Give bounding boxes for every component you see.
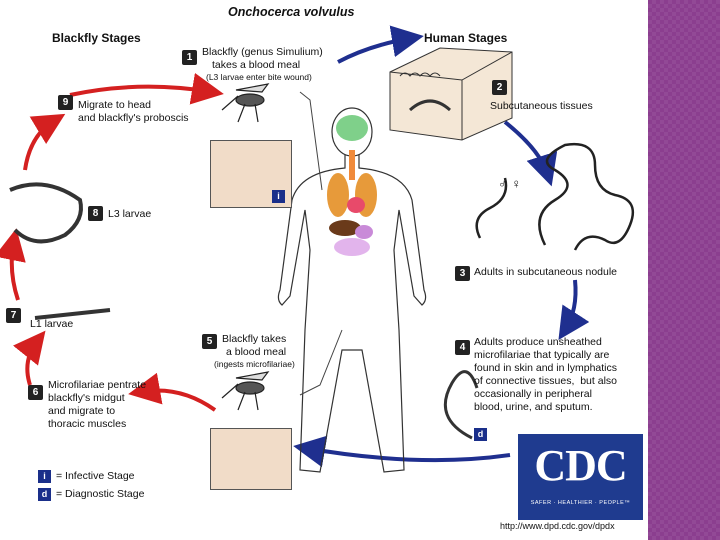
arrow-4-to-5 [293, 435, 511, 468]
l1-larva [34, 308, 111, 320]
legend-infective-label: = Infective Stage [56, 470, 135, 482]
human-stages-header: Human Stages [424, 31, 508, 45]
step-5-line-1: Blackfly takes [222, 333, 287, 345]
infective-stage-badge: i [272, 190, 285, 203]
trachea [349, 150, 355, 180]
microfilaria-box [210, 428, 292, 490]
step-9-number: 9 [58, 95, 73, 110]
step-6-line-4: thoracic muscles [48, 418, 127, 430]
cdc-logo: CDC SAFER · HEALTHIER · PEOPLE™ [518, 434, 643, 520]
step-7-number: 7 [6, 308, 21, 323]
arrow-3-to-4 [558, 279, 590, 341]
cdc-logo-letters: CDC [534, 441, 627, 490]
diagram-title: Onchocerca volvulus [228, 5, 355, 19]
step-4-line-3: found in skin and in lymphatics [474, 362, 617, 374]
step-8-number: 8 [88, 206, 103, 221]
step-4-line-2: microfilariae that typically are [474, 349, 610, 361]
lung-left [327, 173, 349, 217]
intestine [334, 238, 370, 256]
step-4-number: 4 [455, 340, 470, 355]
legend-diagnostic-badge: d [38, 488, 51, 501]
blackfly-step-5 [221, 371, 270, 411]
legend-infective-badge: i [38, 470, 51, 483]
step-1-line-2: takes a blood meal [212, 59, 301, 71]
blackfly-step-1 [221, 83, 270, 123]
legend-diagnostic-label: = Diagnostic Stage [56, 488, 145, 500]
diagnostic-stage-badge: d [474, 428, 487, 441]
l3-larva [9, 182, 83, 244]
step-4-line-6: blood, urine, and sputum. [474, 401, 593, 413]
stomach [355, 225, 373, 239]
microfilaria-step-4 [443, 370, 479, 440]
step-7-label: L1 larvae [30, 318, 74, 330]
step-5-line-2: a blood meal [226, 346, 287, 358]
arrow-7-to-8 [0, 228, 26, 301]
step-9-line-1: Migrate to head [78, 99, 151, 111]
step-1-number: 1 [182, 50, 197, 65]
decorative-side-band [648, 0, 720, 540]
step-5-number: 5 [202, 334, 217, 349]
step-1-line-1: Blackfly (genus Simulium) [202, 46, 323, 58]
step-6-line-2: blackfly's midgut [48, 392, 125, 404]
step-4-line-4: of connective tissues, but also [474, 375, 617, 387]
arrow-6-to-7 [13, 330, 46, 386]
step-4-line-1: Adults produce unsheathed [474, 336, 602, 348]
step-9-line-2: and blackfly's proboscis [78, 112, 189, 124]
sex-symbols: ♂ ♀ [498, 176, 522, 191]
source-url: http://www.dpd.cdc.gov/dpdx [500, 521, 615, 531]
arrow-5-to-6 [128, 372, 217, 412]
step-3-label: Adults in subcutaneous nodule [474, 266, 618, 278]
skin-tissue-block [389, 47, 513, 141]
step-6-line-3: and migrate to [48, 405, 116, 417]
step-2-number: 2 [492, 80, 507, 95]
arrow-8-to-9 [23, 113, 66, 171]
brain [336, 115, 368, 141]
cdc-logo-tagline: SAFER · HEALTHIER · PEOPLE™ [530, 500, 631, 506]
heart [347, 197, 365, 213]
step-8-label: L3 larvae [108, 208, 152, 220]
arrow-9-to-1 [69, 72, 224, 105]
blackfly-stages-header: Blackfly Stages [52, 31, 141, 45]
arrow-2-to-3 [503, 120, 558, 187]
step-6-line-1: Microfilariae pentrate [48, 379, 147, 391]
arrow-1-to-2 [337, 25, 424, 64]
step-1-note: (L3 larvae enter bite wound) [206, 72, 312, 82]
step-6-number: 6 [28, 385, 43, 400]
step-2-label: Subcutaneous tissues [490, 100, 593, 112]
liver [329, 220, 361, 236]
step-4-line-5: occasionally in peripheral [474, 388, 592, 400]
step-5-note: (ingests microfilariae) [214, 359, 295, 369]
step-3-number: 3 [455, 266, 470, 281]
adult-worms [475, 142, 635, 251]
